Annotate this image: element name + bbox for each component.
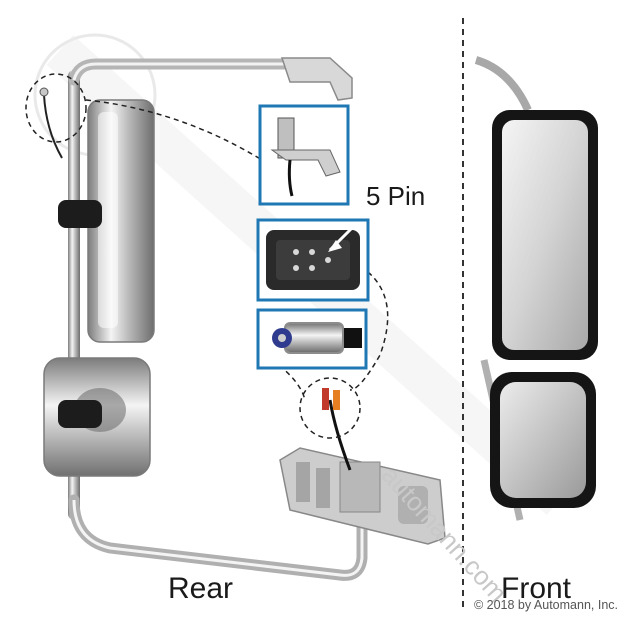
front-mirror-arm <box>474 56 532 112</box>
callout-5pin-connector <box>256 218 370 302</box>
top-mount-bracket <box>280 57 353 101</box>
callout-connectors <box>25 73 389 439</box>
clamp-upper <box>58 200 102 228</box>
front-label: Front <box>501 572 572 605</box>
callout-connector-top <box>258 104 350 206</box>
rear-label: Rear <box>168 572 234 605</box>
copyright-text: © 2018 by Automann, Inc. <box>473 598 618 612</box>
clamp-lower <box>58 400 102 428</box>
callout-coax-connector <box>256 308 368 370</box>
rear-mirror-assembly <box>39 57 446 581</box>
wire-harness <box>328 399 352 471</box>
heater-cable <box>43 94 63 159</box>
base-mount-plate <box>279 447 446 545</box>
pin-label: 5 Pin <box>366 181 426 211</box>
front-mirror-assembly <box>474 56 598 521</box>
